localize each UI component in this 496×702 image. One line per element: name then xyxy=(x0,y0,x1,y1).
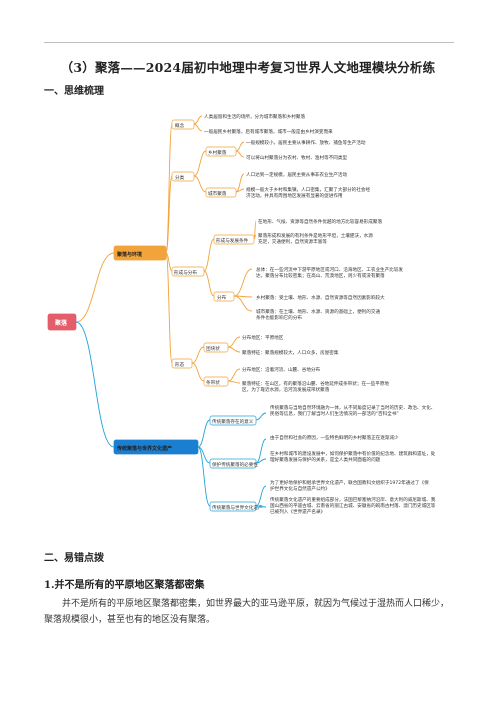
root-to-heritage xyxy=(75,321,115,448)
shape-label: 形态 xyxy=(175,361,185,368)
form-to-cond xyxy=(203,238,215,272)
root-label: 聚落 xyxy=(54,319,68,327)
cluster-item-1: 分布地区：平原地区 xyxy=(242,334,284,341)
urban-node xyxy=(205,187,237,198)
cond-item-2: 聚落形成和发展的有利条件是地形平坦，土壤肥沃，水源充足，交通便利，自然资源丰富等 xyxy=(258,232,373,245)
cluster-label: 团块状 xyxy=(206,345,220,352)
concept-node xyxy=(171,119,195,130)
strip-node xyxy=(203,376,229,387)
strip-line-1 xyxy=(227,368,241,382)
dist-item-1: 总体：在一些河流中下游平原地区或河口、沿海地区、工农业生产比较发达，聚落分布比较… xyxy=(256,266,403,279)
rural-line-1 xyxy=(235,141,245,152)
concept-line-2 xyxy=(193,123,203,132)
rural-node xyxy=(205,146,237,157)
section-heading-mindmap: 一、思维梳理 xyxy=(44,86,104,97)
rural-item-2: 可以将山村聚落分为农村、牧村、渔村等不同类型 xyxy=(246,154,347,161)
heritage-node xyxy=(209,501,257,512)
dist-node xyxy=(213,291,235,302)
env-to-shape xyxy=(165,252,173,364)
b2-to-heritage xyxy=(197,446,211,507)
cond-line-2 xyxy=(253,234,257,240)
classify-to-rural xyxy=(193,150,207,177)
dist-item-2: 乡村聚落：受土壤、地形、水源、自然资源等自然因素影响较大 xyxy=(256,294,385,301)
cluster-line-2 xyxy=(227,346,241,353)
page-title: （3）聚落——2024届初中地理中考复习世界人文地理模块分析练 xyxy=(60,60,436,75)
cond-label: 形成与发展条件 xyxy=(216,237,249,244)
concept-line-1 xyxy=(193,115,203,125)
branch-label-environment: 聚落与环境 xyxy=(116,251,142,258)
meaning-node xyxy=(209,415,257,426)
classify-label: 分类 xyxy=(175,174,185,181)
dist-item-3: 城市聚落：在土壤、地形、水源、资源的基础上，便利的交通条件也能影响它的分布 xyxy=(256,308,380,321)
mindmap-image: 聚落 聚落与环境传统聚落与世界文化遗产 概念 人类居留和生活的场所，分为城市聚落和乡村… xyxy=(44,109,454,526)
protect-node xyxy=(209,458,257,469)
heritage-item-2: 传统聚落文化遗产的重要组成部分，法国巴黎塞纳河沿岸、意大利的威尼斯城、我国山西省… xyxy=(270,496,436,515)
concept-label: 概念 xyxy=(175,122,185,129)
strip-item-2: 聚落特征：在山区，有的聚落沿山麓、谷地延伸成条带状；在一些平原地区，为了靠近水源… xyxy=(242,380,389,393)
meaning-item: 传统聚落与当地自然环境融为一体，从不同角度记录了当时的历史、政治、文化、民俗等信… xyxy=(270,404,435,417)
env-to-concept xyxy=(165,123,173,254)
meaning-label: 传统聚落存在的意义 xyxy=(212,418,254,425)
urban-item-1: 人口达到一定规模，居民主要从事非农业生产活动 xyxy=(246,171,347,178)
dist-line-3 xyxy=(233,295,253,312)
heritage-label: 传统聚落与世界文化遗产 xyxy=(212,504,263,511)
cond-node xyxy=(213,234,255,245)
cluster-item-2: 聚落特征：聚落规模较大，人口众多，房屋密集 xyxy=(242,349,339,356)
form-node xyxy=(171,266,205,277)
heritage-item-1: 为了更好地保护和继承世界文化遗产，联合国教科文组织于1972年通过了《保护世界文… xyxy=(270,479,429,492)
env-to-classify xyxy=(165,175,173,254)
dist-line-1 xyxy=(233,268,253,297)
b2-to-meaning xyxy=(197,419,211,448)
heritage-line-2 xyxy=(255,505,267,508)
env-to-form xyxy=(165,252,173,272)
heritage-line-1 xyxy=(255,485,267,507)
protect-label: 保护传统聚落的必要性 xyxy=(212,461,258,468)
concept-item-2: 一般居民乡村聚落，后有城市聚落，城市一般是由乡村演变而来 xyxy=(204,128,333,135)
form-label: 形成与分布 xyxy=(174,269,197,276)
protect-item-1: 由于自然和社会的原因，一些特色鲜明的乡村聚落正在逐渐减少 xyxy=(270,434,399,441)
branch-label-heritage: 传统聚落与世界文化遗产 xyxy=(116,445,172,452)
rural-item-1: 一般规模较小，居民主要从事耕作、放牧、捕鱼等生产活动 xyxy=(246,139,366,146)
concept-item-1: 人类居留和生活的场所，分为城市聚落和乡村聚落 xyxy=(204,113,305,120)
protect-line-1 xyxy=(255,438,267,464)
strip-line-2 xyxy=(227,380,241,384)
root-to-environment xyxy=(75,252,115,323)
cluster-line-1 xyxy=(227,336,241,348)
protect-line-2 xyxy=(255,458,267,464)
rural-line-2 xyxy=(235,150,245,158)
strip-item-1: 分布地区：沿着河流、山麓、谷地分布 xyxy=(242,366,321,373)
urban-item-2: 规模一般大于乡村和集镇，人口密集，汇聚了大部分的社会经济活动，并具有周围地区发展… xyxy=(246,186,370,199)
rural-label: 乡村聚落 xyxy=(208,149,227,156)
header-rule xyxy=(44,42,454,43)
meaning-line xyxy=(255,412,267,421)
urban-line-2 xyxy=(235,188,245,193)
dist-label: 分布 xyxy=(217,294,227,301)
classify-to-urban xyxy=(193,175,207,193)
section-heading-errors: 二、易错点拨 xyxy=(44,553,104,564)
form-to-dist xyxy=(203,270,215,297)
classify-node xyxy=(171,171,195,182)
protect-item-2: 在乡村和城市的建设发展中，如何保护聚落中有价值的纪念地、建筑群和遗址，处理好聚落… xyxy=(270,450,436,463)
urban-label: 城市聚落 xyxy=(208,190,227,197)
cond-item-1: 在地形、气候、资源等自然条件优越的地方比较容易形成聚落 xyxy=(258,218,382,225)
shape-to-cluster xyxy=(191,346,205,364)
strip-label: 条带状 xyxy=(206,379,220,386)
point-paragraph: 并不是所有的平原地区聚落都密集，如世界最大的亚马逊平原，就因为气候过于湿热而人口… xyxy=(44,599,450,625)
cluster-node xyxy=(203,342,229,353)
shape-node xyxy=(171,358,193,369)
shape-to-strip xyxy=(191,362,205,382)
point-heading: 1.并不是所有的平原地区聚落都密集 xyxy=(44,580,205,591)
